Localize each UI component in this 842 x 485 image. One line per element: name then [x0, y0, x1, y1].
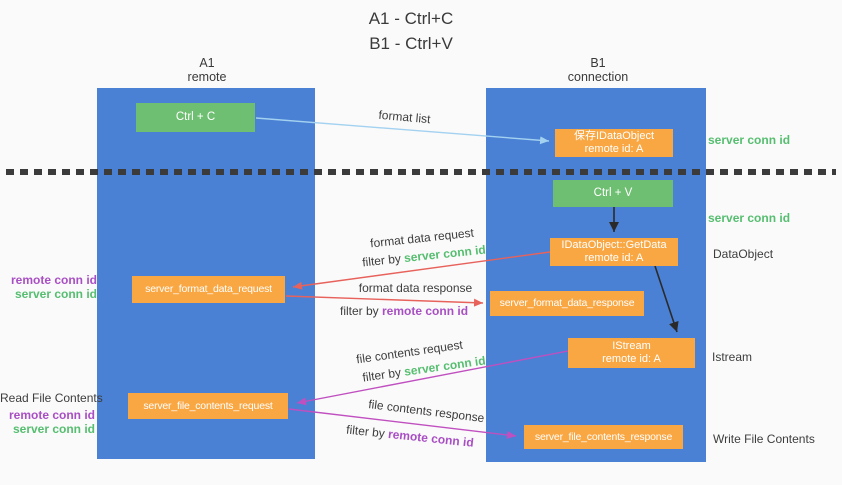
- node-server-format-data-response-label: server_format_data_response: [499, 297, 635, 309]
- left-remote-conn-id-1: remote conn id: [10, 273, 97, 287]
- session-separator-dotted-line: [6, 169, 836, 175]
- title-line-2: B1 - Ctrl+V: [369, 34, 453, 53]
- label-filter-by-remote-conn-id-2: filter by remote conn id: [345, 422, 475, 450]
- diagram-title: A1 - Ctrl+C B1 - Ctrl+V: [0, 6, 822, 56]
- column-a1-subtitle: remote: [187, 70, 227, 84]
- filter-prefix-3: filter by: [361, 364, 406, 385]
- filter-key-server-conn-id-1: server conn id: [403, 242, 487, 266]
- node-server-file-contents-request: server_file_contents_request: [128, 393, 288, 419]
- node-getdata-line2: remote id: A: [584, 252, 644, 264]
- left-remote-conn-id-2: remote conn id: [8, 408, 95, 422]
- column-b1-name: B1: [590, 56, 606, 70]
- node-idataobject-getdata: IDataObject::GetData remote id: A: [550, 238, 678, 266]
- side-label-dataobject: DataObject: [713, 247, 774, 261]
- node-save-dataobject: 保存IDataObject remote id: A: [555, 129, 673, 157]
- node-ctrl-v-label: Ctrl + V: [593, 187, 633, 199]
- side-label-istream: Istream: [712, 350, 753, 364]
- filter-prefix-2: filter by: [340, 304, 383, 318]
- node-ctrl-c-label: Ctrl + C: [175, 111, 216, 123]
- label-file-contents-response: file contents response: [367, 397, 486, 426]
- side-label-server-conn-id-top: server conn id: [708, 133, 791, 147]
- node-server-format-data-response: server_format_data_response: [490, 291, 644, 316]
- node-server-format-data-request-label: server_format_data_request: [145, 283, 272, 295]
- side-label-read-file-contents: Read File Contents: [0, 391, 103, 405]
- left-server-conn-id-1: server conn id: [14, 286, 97, 301]
- node-server-format-data-request: server_format_data_request: [132, 276, 285, 303]
- filter-prefix-4: filter by: [345, 422, 389, 441]
- left-label-group-2: remote conn id server conn id: [0, 408, 95, 436]
- column-a1-name: A1: [199, 56, 215, 70]
- node-ctrl-c: Ctrl + C: [136, 103, 255, 132]
- node-server-file-contents-response-label: server_file_contents_response: [534, 430, 673, 443]
- left-server-conn-id-2: server conn id: [12, 421, 95, 436]
- node-server-file-contents-response: server_file_contents_response: [524, 425, 683, 449]
- label-filter-by-remote-conn-id-1: filter by remote conn id: [340, 304, 468, 318]
- node-server-file-contents-request-label: server_file_contents_request: [143, 399, 273, 412]
- node-save-dataobject-line1: 保存IDataObject: [573, 130, 655, 142]
- filter-key-remote-conn-id-1: remote conn id: [382, 304, 469, 318]
- filter-prefix-1: filter by: [361, 251, 405, 270]
- filter-key-remote-conn-id-2: remote conn id: [387, 426, 475, 450]
- left-label-group-1: remote conn id server conn id: [0, 273, 97, 301]
- arrow-format-data-response: [285, 295, 484, 307]
- node-istream-line1: IStream: [612, 340, 651, 352]
- column-header-a1: A1 remote: [147, 56, 267, 84]
- node-ctrl-v: Ctrl + V: [553, 180, 673, 207]
- node-istream: IStream remote id: A: [568, 338, 695, 368]
- node-istream-line2: remote id: A: [602, 353, 661, 365]
- column-header-b1: B1 connection: [538, 56, 658, 84]
- node-save-dataobject-line2: remote id: A: [584, 143, 644, 155]
- column-b1-subtitle: connection: [567, 70, 629, 84]
- side-label-write-file-contents: Write File Contents: [713, 432, 815, 446]
- node-getdata-line1: IDataObject::GetData: [561, 239, 667, 251]
- title-line-1: A1 - Ctrl+C: [368, 9, 454, 28]
- side-label-server-conn-id-mid: server conn id: [708, 211, 791, 225]
- label-format-data-response: format data response: [358, 281, 473, 295]
- label-format-list: format list: [377, 107, 432, 127]
